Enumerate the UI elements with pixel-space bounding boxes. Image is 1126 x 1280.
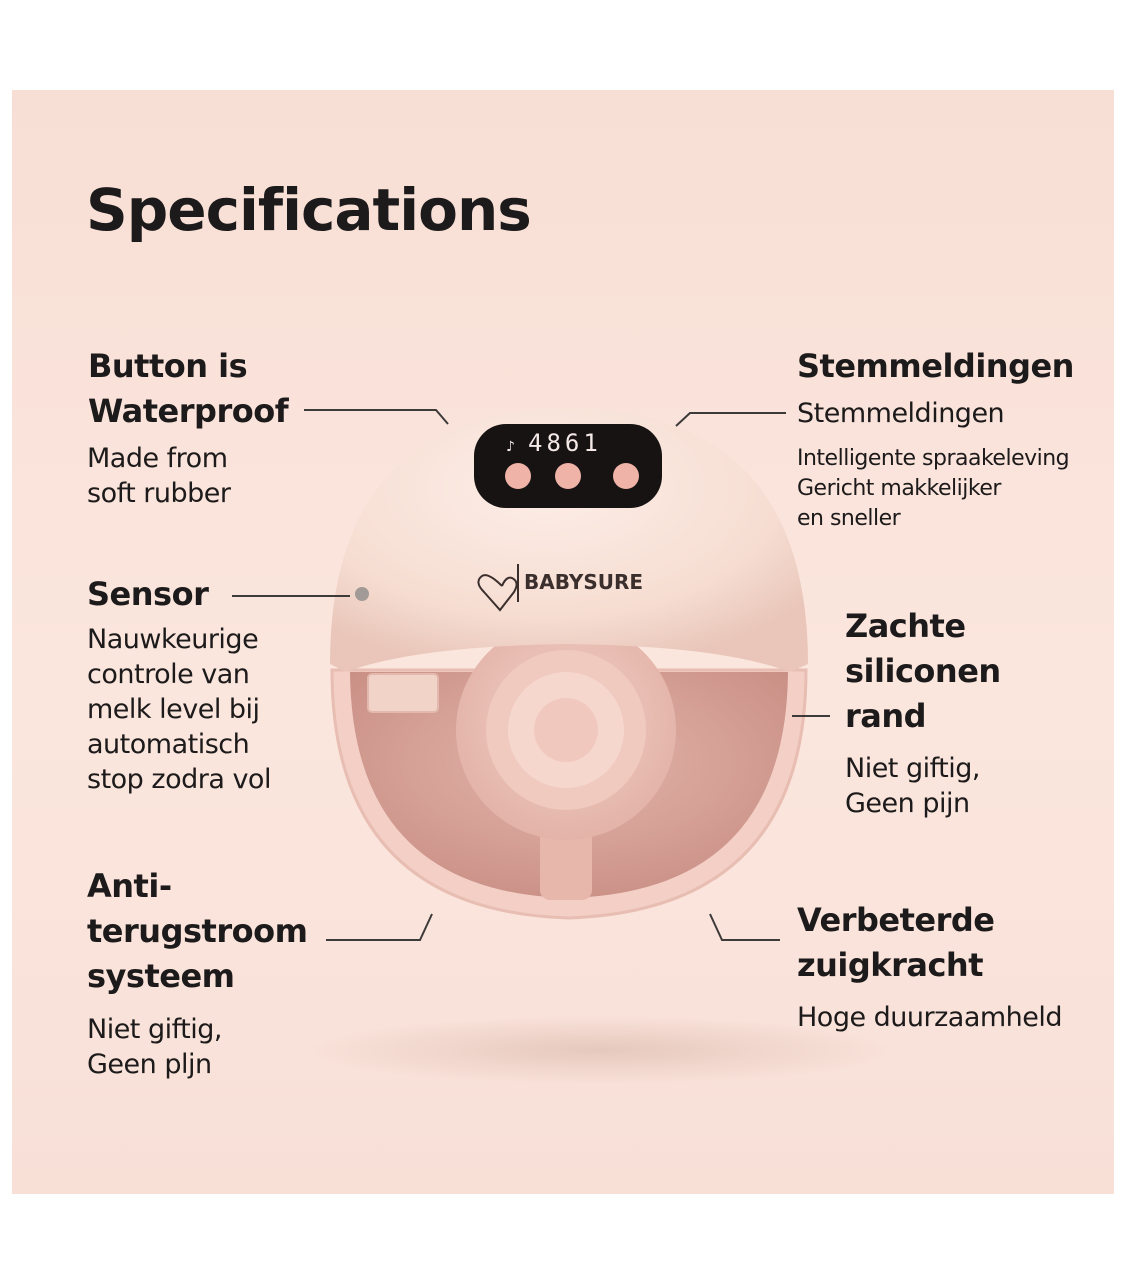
silicone-heading: Zachte siliconen rand — [845, 607, 1001, 735]
power-button — [555, 463, 581, 489]
brand-logo-text: BABYSURE — [524, 570, 643, 594]
device-shell — [330, 408, 808, 672]
display-digits: 4861 — [528, 429, 602, 457]
voice-description: Intelligente spraakeleving Gericht makke… — [797, 446, 1070, 531]
button-heading: Button is Waterproof — [88, 347, 289, 430]
display-icon: ♪ — [506, 439, 515, 455]
anti-backflow-description: Niet giftig, Geen pljn — [87, 1014, 222, 1080]
anti-backflow-heading: Anti- terugstroom systeem — [87, 867, 308, 995]
valve-block — [367, 673, 439, 713]
suction-description: Hoge duurzaamheld — [797, 1002, 1063, 1033]
page-title: Specifications — [86, 176, 532, 244]
sensor-description: Nauwkeurige controle van melk level bij … — [87, 624, 271, 795]
silicone-description: Niet giftig, Geen pijn — [845, 753, 980, 819]
voice-leader — [675, 412, 786, 427]
sensor-dot — [355, 587, 369, 601]
flange-ring-3 — [534, 698, 598, 762]
mode-button — [505, 463, 531, 489]
heart-logo-icon — [477, 574, 518, 612]
anti-backflow-leader — [326, 913, 433, 941]
suction-leader — [709, 913, 780, 941]
button-leader — [304, 409, 449, 425]
voice-heading: Stemmeldingen — [797, 347, 1074, 385]
button-description: Made from soft rubber — [87, 443, 231, 509]
voice-subheading: Stemmeldingen — [797, 398, 1005, 429]
suction-heading: Verbeterde zuigkracht — [797, 901, 995, 984]
sensor-heading: Sensor — [87, 575, 209, 613]
floor-shadow — [310, 1016, 890, 1084]
level-button — [613, 463, 639, 489]
